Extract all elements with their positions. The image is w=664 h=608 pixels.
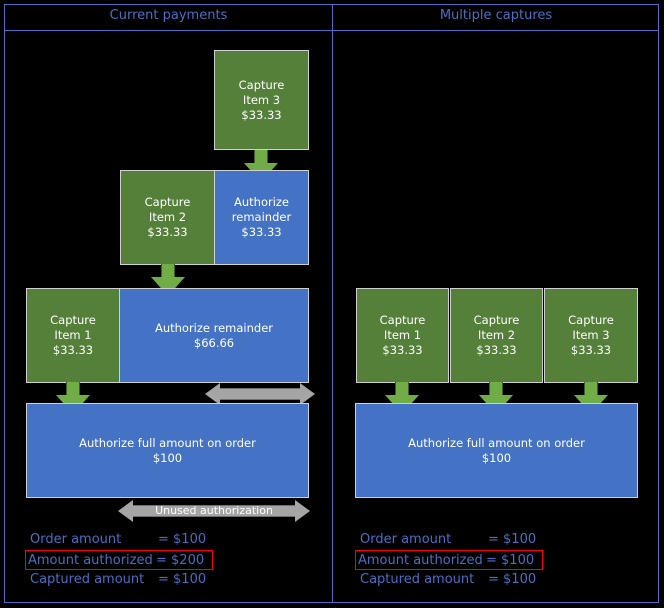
box-amount: $33.33 <box>570 343 612 357</box>
right-legend: Order amount= $100 Amount authorized= $1… <box>355 530 543 590</box>
box-line-1: Capture <box>568 313 614 327</box>
legend-row-captured-amount: Captured amount = $100 <box>28 570 213 590</box>
box-amount: $100 <box>481 450 512 465</box>
legend-row-order-amount: Order amount = $100 <box>28 530 213 550</box>
legend-value: = $100 <box>158 572 207 587</box>
box-line-1: Capture <box>50 313 96 327</box>
box-line-2: Item 3 <box>572 328 610 342</box>
column-divider <box>332 4 333 603</box>
legend-label: Amount authorized <box>358 553 483 568</box>
box-line-2: Item 1 <box>54 328 92 342</box>
legend-value: = $100 <box>488 572 537 587</box>
legend-value: = $200 <box>156 553 205 568</box>
box-line-2: Item 1 <box>383 328 422 342</box>
left-remainder-span-arrow <box>205 383 315 405</box>
box-line-1: Capture <box>144 195 191 209</box>
left-authorize-remainder-small-box: Authorize remainder $33.33 <box>214 170 309 265</box>
box-line-2: Item 2 <box>477 328 516 342</box>
box-line-1: Capture <box>473 313 520 327</box>
legend-label: Order amount <box>30 532 122 547</box>
box-amount: $33.33 <box>52 343 94 357</box>
left-capture-item-1-box: Capture Item 1 $33.33 <box>26 288 120 383</box>
legend-label: Amount authorized <box>28 553 153 568</box>
legend-label: Captured amount <box>360 572 475 587</box>
column-title-multiple-captures: Multiple captures <box>439 8 553 23</box>
right-capture-item-2-box: Capture Item 2 $33.33 <box>450 288 543 383</box>
legend-row-amount-authorized: Amount authorized= $100 <box>355 550 543 570</box>
box-line-2: remainder <box>231 210 292 224</box>
legend-value: = $100 <box>158 532 207 547</box>
box-line-1: Authorize remainder <box>154 320 274 335</box>
right-authorize-full-box: Authorize full amount on order $100 <box>355 403 638 498</box>
right-capture-item-3-box: Capture Item 3 $33.33 <box>544 288 638 383</box>
left-capture-item-3-box: Capture Item 3 $33.33 <box>214 50 309 150</box>
legend-row-amount-authorized: Amount authorized= $200 <box>25 550 213 570</box>
unused-authorization-label: Unused authorization <box>155 504 273 517</box>
legend-value: = $100 <box>486 553 535 568</box>
legend-value: = $100 <box>488 532 537 547</box>
box-line-1: Capture <box>238 77 285 92</box>
left-capture-item-2-box: Capture Item 2 $33.33 <box>120 170 215 265</box>
box-amount: $66.66 <box>193 335 235 350</box>
left-authorize-full-box: Authorize full amount on order $100 <box>26 403 309 498</box>
box-line-1: Authorize full amount on order <box>408 435 585 450</box>
box-amount: $33.33 <box>241 107 282 122</box>
legend-row-order-amount: Order amount = $100 <box>358 530 543 550</box>
unused-authorization-arrow: Unused authorization <box>118 500 310 522</box>
table-frame <box>4 4 659 603</box>
box-line-1: Authorize <box>233 195 290 209</box>
legend-label: Order amount <box>360 532 452 547</box>
box-amount: $33.33 <box>476 343 517 357</box>
header-rule <box>4 30 659 31</box>
box-line-2: Item 2 <box>148 210 187 224</box>
box-amount: $33.33 <box>241 225 282 239</box>
column-title-current-payments: Current payments <box>109 8 228 23</box>
legend-label: Captured amount <box>30 572 145 587</box>
box-amount: $33.33 <box>382 343 423 357</box>
left-authorize-remainder-large-box: Authorize remainder $66.66 <box>119 288 309 383</box>
left-legend: Order amount = $100 Amount authorized= $2… <box>25 530 213 590</box>
legend-row-captured-amount: Captured amount = $100 <box>358 570 543 590</box>
right-capture-item-1-box: Capture Item 1 $33.33 <box>356 288 449 383</box>
box-amount: $100 <box>152 450 183 465</box>
box-line-1: Capture <box>379 313 426 327</box>
box-line-2: Item 3 <box>242 92 281 107</box>
box-line-1: Authorize full amount on order <box>79 435 256 450</box>
box-amount: $33.33 <box>147 225 188 239</box>
